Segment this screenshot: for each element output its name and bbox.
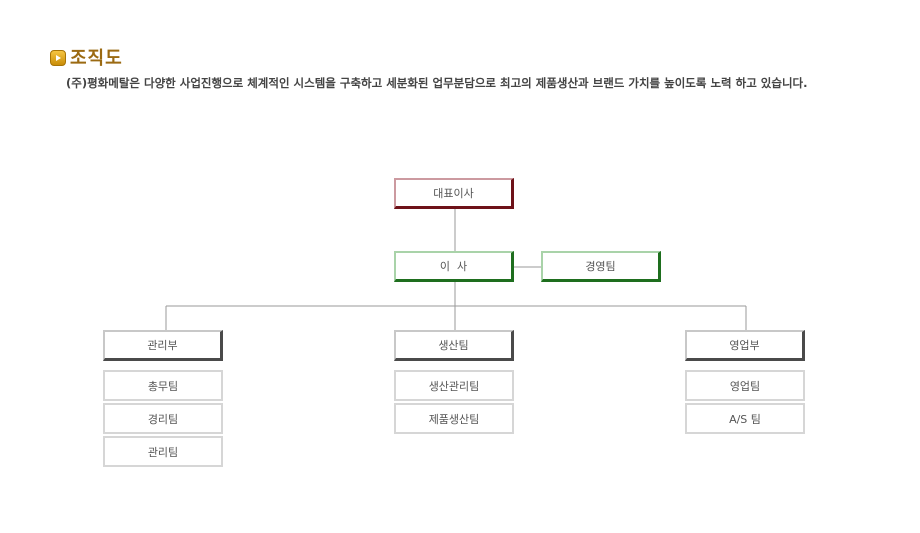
org-label-team: A/S 팀 xyxy=(729,412,761,426)
org-label-department: 생산팀 xyxy=(438,339,469,352)
org-label-team: 영업팀 xyxy=(729,379,761,393)
org-label-director: 이 사 xyxy=(439,260,468,273)
org-box-department: 영업부 xyxy=(685,330,805,361)
org-box-team: 제품생산팀 xyxy=(394,403,514,434)
org-box-team: 생산관리팀 xyxy=(394,370,514,401)
org-box-ceo: 대표이사 xyxy=(394,178,514,209)
org-label-team: 제품생산팀 xyxy=(428,412,480,426)
org-box-management-team: 경영팀 xyxy=(541,251,661,282)
org-box-team: 경리팀 xyxy=(103,403,223,434)
org-box-team: 영업팀 xyxy=(685,370,805,401)
org-box-team: 관리팀 xyxy=(103,436,223,467)
page-heading: 조직도 xyxy=(50,44,123,70)
org-label-team: 총무팀 xyxy=(147,379,179,393)
org-label-ceo: 대표이사 xyxy=(433,187,474,200)
org-label-department: 영업부 xyxy=(729,339,760,352)
org-box-team: A/S 팀 xyxy=(685,403,805,434)
page-title: 조직도 xyxy=(70,48,123,69)
org-box-director: 이 사 xyxy=(394,251,514,282)
org-box-department: 관리부 xyxy=(103,330,223,361)
org-label-team: 경리팀 xyxy=(147,412,179,426)
org-label-team: 생산관리팀 xyxy=(428,379,480,393)
org-label-management-team: 경영팀 xyxy=(585,260,616,273)
intro-text: (주)평화메탈은 다양한 사업진행으로 체계적인 시스템을 구축하고 세분화된 … xyxy=(66,76,808,90)
org-box-department: 생산팀 xyxy=(394,330,514,361)
org-box-team: 총무팀 xyxy=(103,370,223,401)
org-label-team: 관리팀 xyxy=(147,445,179,459)
play-badge-icon xyxy=(50,50,66,66)
org-label-department: 관리부 xyxy=(147,339,178,352)
